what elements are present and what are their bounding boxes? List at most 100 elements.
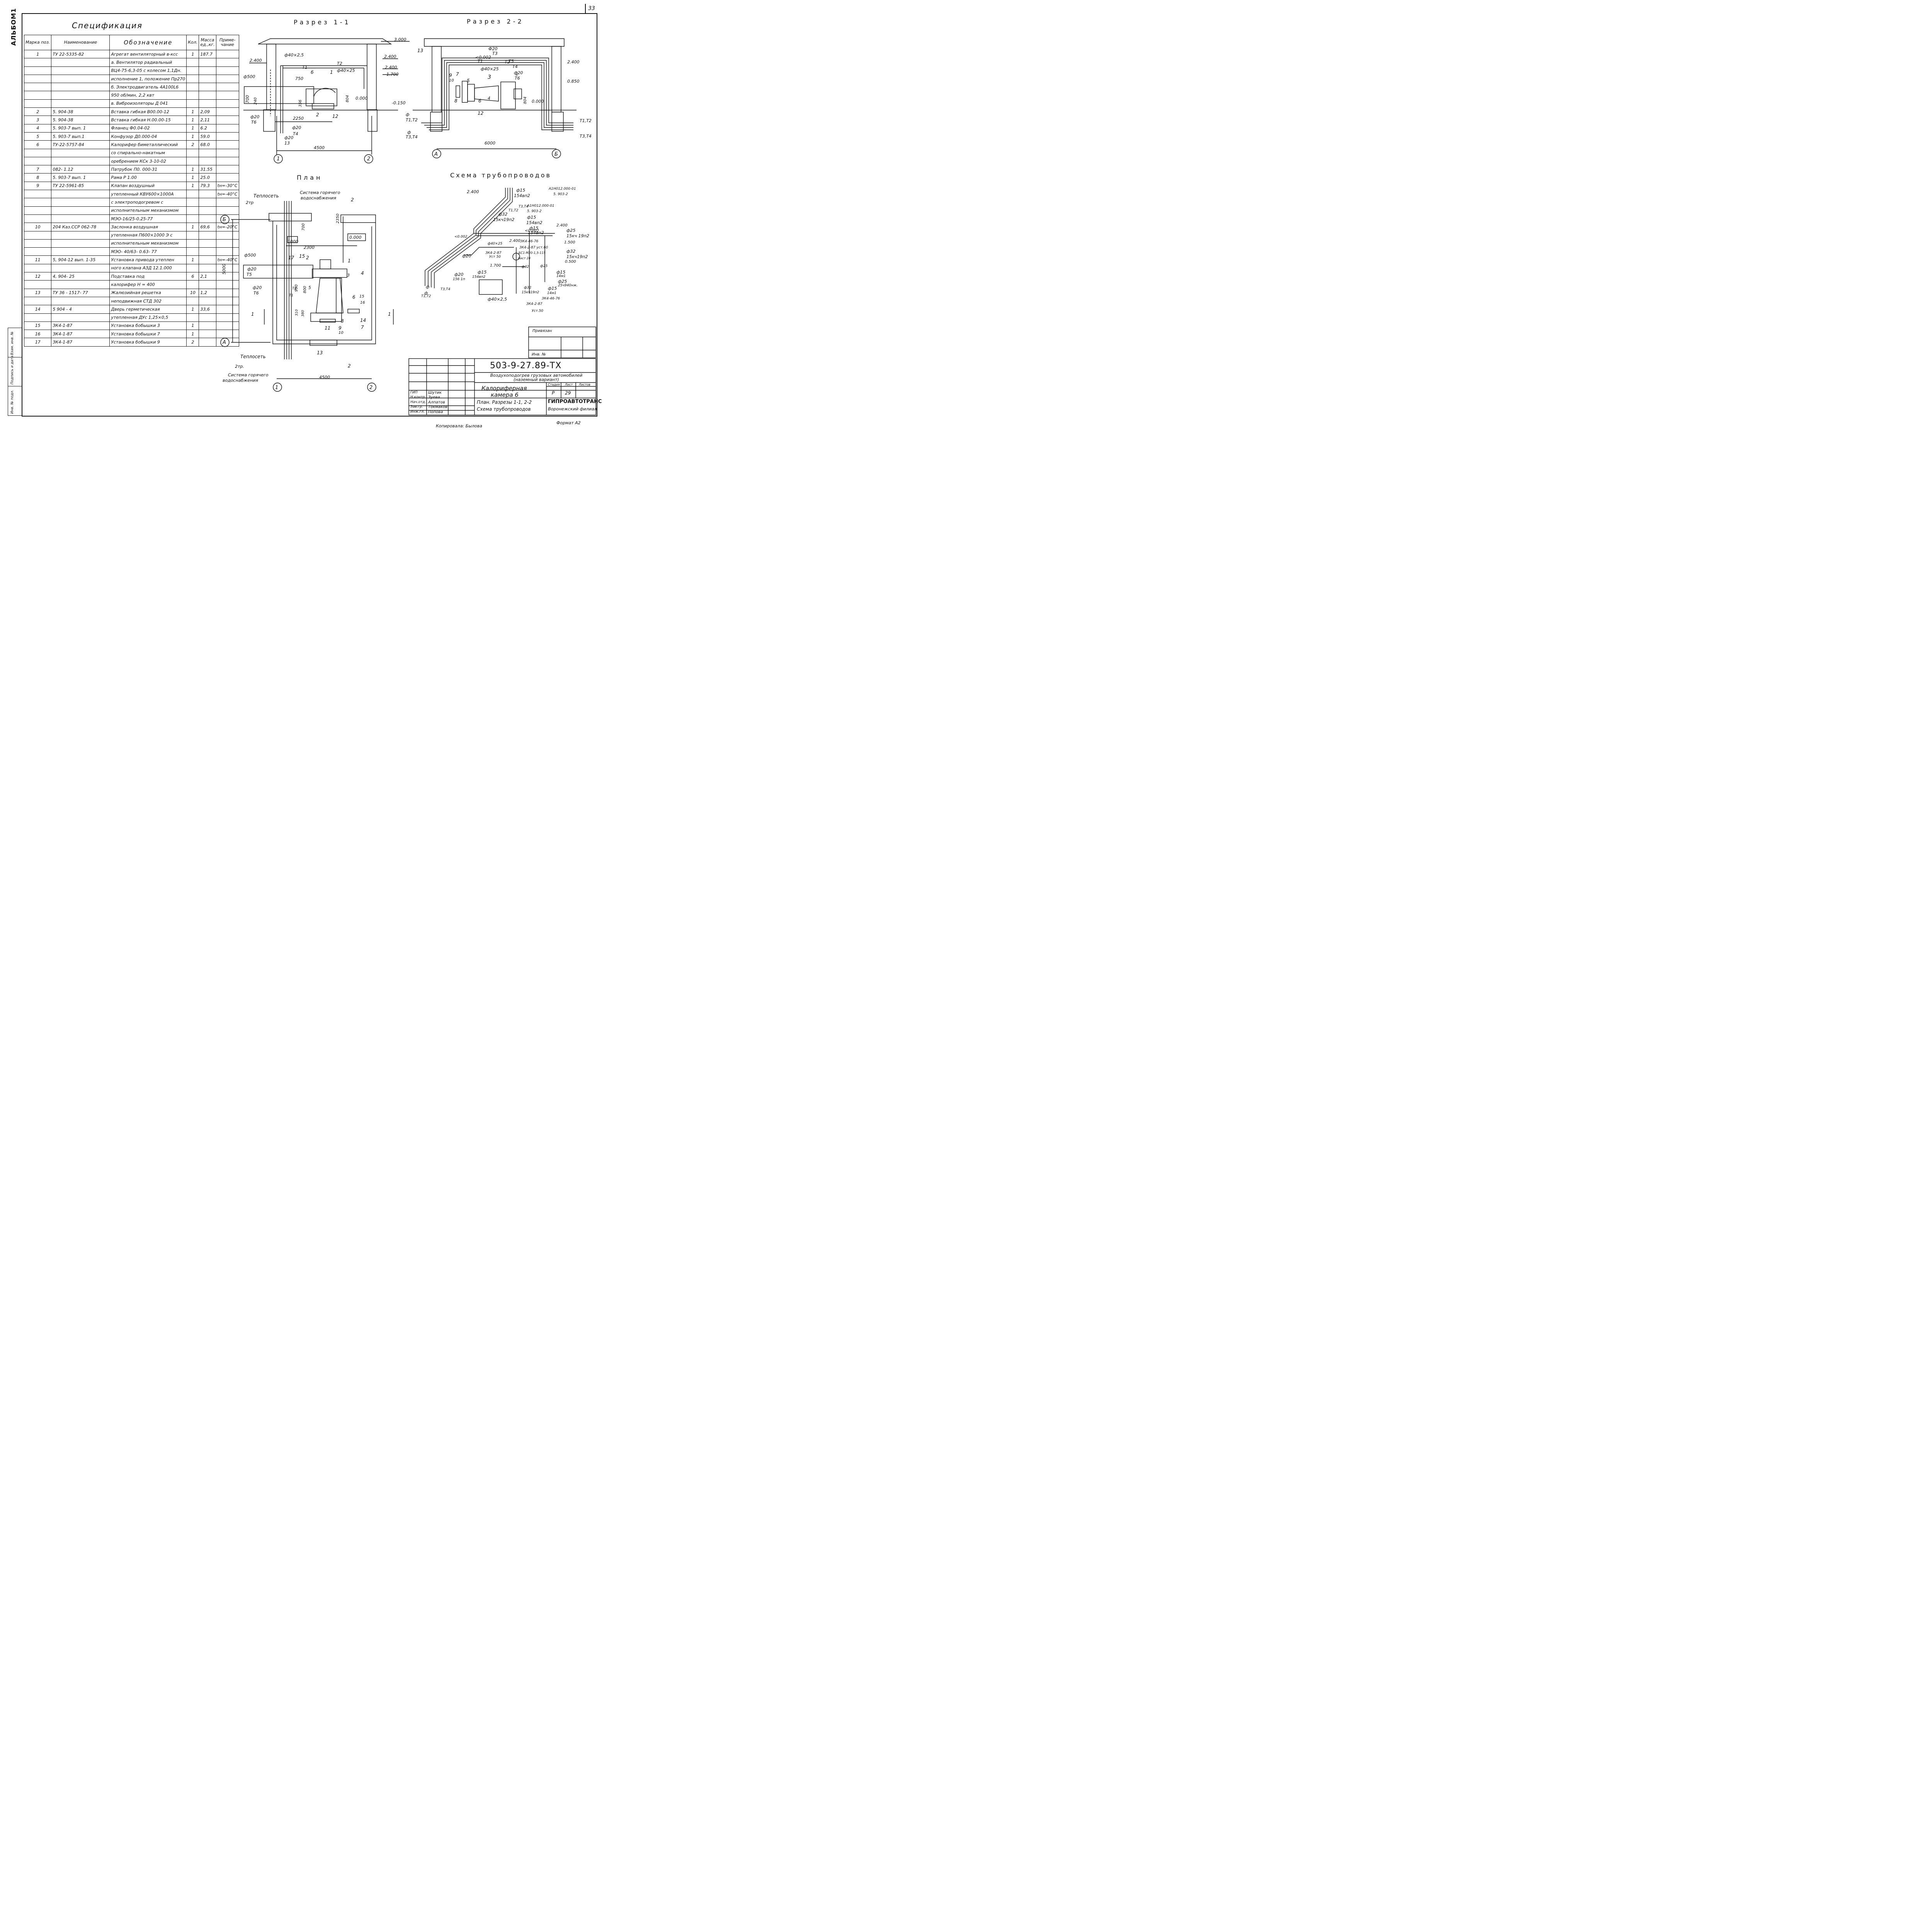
spec-cell: ТУ-22-5757-84: [51, 140, 110, 149]
stage-header: Стадия: [548, 383, 560, 386]
section1-label: -0.150: [392, 100, 406, 105]
section1-title: Разрез 1-1: [294, 19, 351, 26]
scheme-title: Схема трубопроводов: [450, 172, 551, 179]
spec-cell: tн=-30°С: [216, 181, 239, 190]
scheme-label: ф32: [566, 249, 576, 254]
section2-label: 4: [488, 96, 490, 101]
section2-label: Т3,Т4: [406, 134, 418, 139]
spec-header-cell: Наименование: [51, 35, 110, 50]
plan-label: 2: [351, 197, 354, 202]
section1-label: 240: [253, 97, 258, 105]
section1-label: 2: [316, 112, 319, 117]
scheme-label: Лист 24: [518, 257, 531, 260]
section2-label: Т3: [492, 51, 498, 56]
spec-cell: tн=-40°С: [216, 190, 239, 199]
scheme-label: ф32: [524, 286, 532, 290]
scheme-label: Т3,Т4: [440, 287, 451, 291]
section1-label: 6: [311, 70, 314, 75]
copied-by: Копировала: Былова: [436, 423, 483, 429]
spec-row: с электроподогревом с: [24, 198, 239, 207]
spec-cell: 4, 904- 25: [51, 272, 110, 281]
scheme-drawing: [425, 188, 555, 295]
section2-label: Т6: [515, 76, 520, 81]
section1-label: 2.400: [384, 54, 396, 59]
spec-cell: [199, 338, 216, 347]
spec-cell: Установка бобышки 9: [109, 338, 187, 347]
spec-cell: исполнительным механизмом: [109, 239, 187, 248]
spec-row: исполнение 1, положение Пр270: [24, 74, 239, 83]
scheme-label: 14м1: [556, 274, 566, 278]
section2-label: 8: [454, 98, 457, 104]
scheme-label: 5. 903-2: [527, 209, 542, 213]
scheme-label: ф32: [498, 212, 508, 217]
plan-label: ф500: [244, 253, 256, 258]
section2-label: 6: [478, 98, 481, 104]
section2-label: Т3,Т4: [580, 134, 592, 139]
scheme-label: 154вп2: [528, 230, 544, 235]
spec-cell: со спирально-накатным: [109, 148, 187, 157]
spec-cell: Установка привода утеплен: [109, 255, 187, 264]
spec-cell: 13: [24, 288, 52, 297]
scheme-label: А1Н012.000-01: [549, 187, 576, 191]
spec-cell: 5. 903-7 вып. 1: [51, 173, 110, 182]
scheme-label: 5. 903-2: [553, 192, 568, 196]
spec-cell: 950 об/мин, 2,2 квт: [109, 91, 187, 100]
plan-label: ф20: [247, 267, 257, 272]
plan-label: 15: [359, 294, 364, 299]
spec-row: МЭО-16/25-0.25-77: [24, 214, 239, 223]
section2-label: 13: [417, 48, 423, 53]
spec-cell: 5. 903-7 вып. 1: [51, 124, 110, 133]
scheme-label: ЗК4-2-87: [485, 251, 502, 255]
spec-cell: 69,6: [199, 223, 216, 231]
section1-label: 700: [245, 95, 250, 103]
scheme-label: ф15: [527, 215, 536, 220]
plan-label: А: [223, 340, 226, 345]
spec-table: Марка поз. Наименование Обозначение Кол.…: [24, 35, 239, 347]
plan-label: 2тр: [246, 200, 254, 205]
section2-label: <0.002: [475, 55, 491, 60]
section1-label: 2.400: [250, 58, 262, 63]
spec-cell: 10: [186, 288, 199, 297]
section1-label: 2250: [293, 116, 304, 121]
scheme-label: ф25: [540, 264, 548, 268]
spec-cell: МЭО-16/25-0.25-77: [109, 214, 187, 223]
sheet-value: 29: [565, 390, 571, 396]
plan-label: 2: [369, 385, 373, 391]
plan-label: 2350: [336, 213, 340, 224]
spec-cell: 5. 904-38: [51, 107, 110, 116]
plan-label: 1: [251, 311, 254, 317]
scheme-label: ЗК4-46-76: [542, 297, 560, 301]
section1-label: 356: [298, 99, 303, 107]
scheme-label: ф: [426, 284, 430, 289]
section1-label: ф20: [250, 114, 260, 119]
section1-label: Т1: [302, 65, 308, 70]
plan-label: 4: [361, 270, 364, 276]
plan-label: водоснабжения: [223, 378, 258, 383]
plan-label: 10: [338, 331, 344, 335]
plan-label: Т5: [247, 272, 252, 277]
scheme-label: ф15: [478, 270, 487, 275]
object-line2: камера 6: [491, 391, 519, 398]
spec-title: Спецификация: [72, 21, 143, 30]
section1-label: 2.400: [385, 65, 397, 70]
plan-label: водоснабжения: [301, 196, 336, 201]
role-cell: ГИП: [410, 391, 418, 395]
name-cell: Шутик: [428, 391, 442, 395]
plan-label: 14: [360, 318, 366, 323]
scheme-label: 1.700: [490, 264, 501, 268]
scheme-label: 156 1п: [453, 277, 465, 281]
scheme-label: 0.500: [565, 260, 576, 264]
scheme-label: ф40×2,5: [488, 297, 507, 302]
role-cell: Н.контр.: [410, 395, 426, 400]
plan-label: Теплосеть: [240, 354, 266, 359]
sheets-header: Листов: [579, 383, 590, 386]
section1-label: ф20: [284, 135, 294, 140]
section1-label: 0.000: [355, 96, 368, 101]
spec-cell: оребрением КСк 3-10-02: [109, 156, 187, 166]
plan-label: 1: [388, 311, 391, 317]
